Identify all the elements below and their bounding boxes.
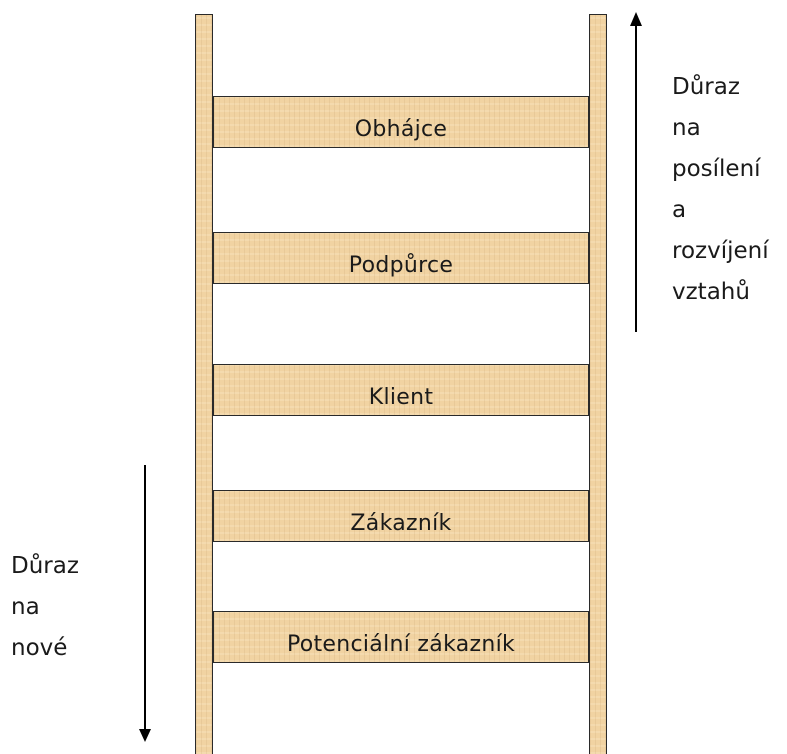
ladder-rung-customer: Zákazník (213, 490, 589, 542)
ladder-rung-prospect: Potenciální zákazník (213, 611, 589, 663)
ladder-rung-supporter: Podpůrce (213, 232, 589, 284)
rung-label: Podpůrce (348, 253, 454, 278)
rung-label: Potenciální zákazník (286, 632, 516, 657)
caption-line: posílení (672, 156, 761, 182)
caption-line: Důraz (11, 553, 79, 579)
ladder-rung-client: Klient (213, 364, 589, 416)
rung-label: Obhájce (354, 117, 448, 142)
rung-label: Zákazník (350, 511, 452, 536)
up-arrow-icon (630, 12, 642, 332)
caption-new-emphasis: Důraz na nové (11, 546, 79, 669)
caption-line: a (672, 197, 687, 223)
caption-line: nové (11, 635, 68, 661)
caption-line: rozvíjení (672, 238, 769, 264)
caption-line: na (11, 594, 40, 620)
ladder-right-rail (589, 14, 607, 754)
down-arrow-icon (139, 465, 151, 742)
caption-line: vztahů (672, 279, 750, 305)
rung-label: Klient (368, 385, 434, 410)
caption-line: Důraz (672, 74, 740, 100)
ladder-left-rail (195, 14, 213, 754)
caption-line: na (672, 115, 701, 141)
caption-relationship-emphasis: Důraz na posílení a rozvíjení vztahů (672, 67, 769, 313)
ladder-rung-advocate: Obhájce (213, 96, 589, 148)
